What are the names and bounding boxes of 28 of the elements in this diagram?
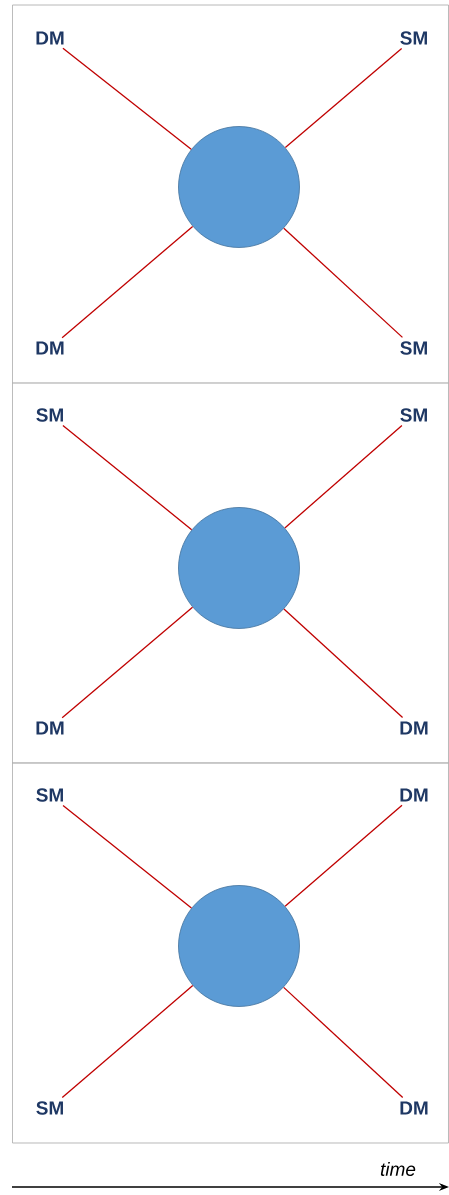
axis-label: time: [380, 1162, 416, 1176]
line: [62, 47, 192, 150]
line: [61, 606, 194, 719]
particle-label: SM: [400, 341, 427, 355]
particle-label: SM: [400, 408, 427, 422]
particle-label: DM: [36, 341, 64, 355]
particle-label: DM: [400, 1101, 428, 1115]
line: [284, 804, 403, 907]
vertex-circle: [178, 507, 300, 629]
line: [283, 608, 404, 719]
particle-label: DM: [36, 721, 64, 735]
particle-label: DM: [400, 721, 428, 735]
particle-label: DM: [36, 31, 64, 45]
line: [61, 225, 194, 339]
vertex-circle: [178, 885, 300, 1007]
line: [283, 986, 404, 1099]
particle-label: DM: [400, 788, 428, 802]
line: [284, 424, 403, 529]
particle-label: SM: [36, 408, 63, 422]
particle-label: SM: [400, 31, 427, 45]
particle-label: SM: [36, 788, 63, 802]
line: [62, 804, 193, 909]
line: [284, 47, 403, 149]
line: [62, 424, 193, 531]
particle-label: SM: [36, 1101, 63, 1115]
line: [61, 984, 194, 1099]
vertex-circle: [178, 126, 300, 248]
line: [283, 227, 404, 338]
